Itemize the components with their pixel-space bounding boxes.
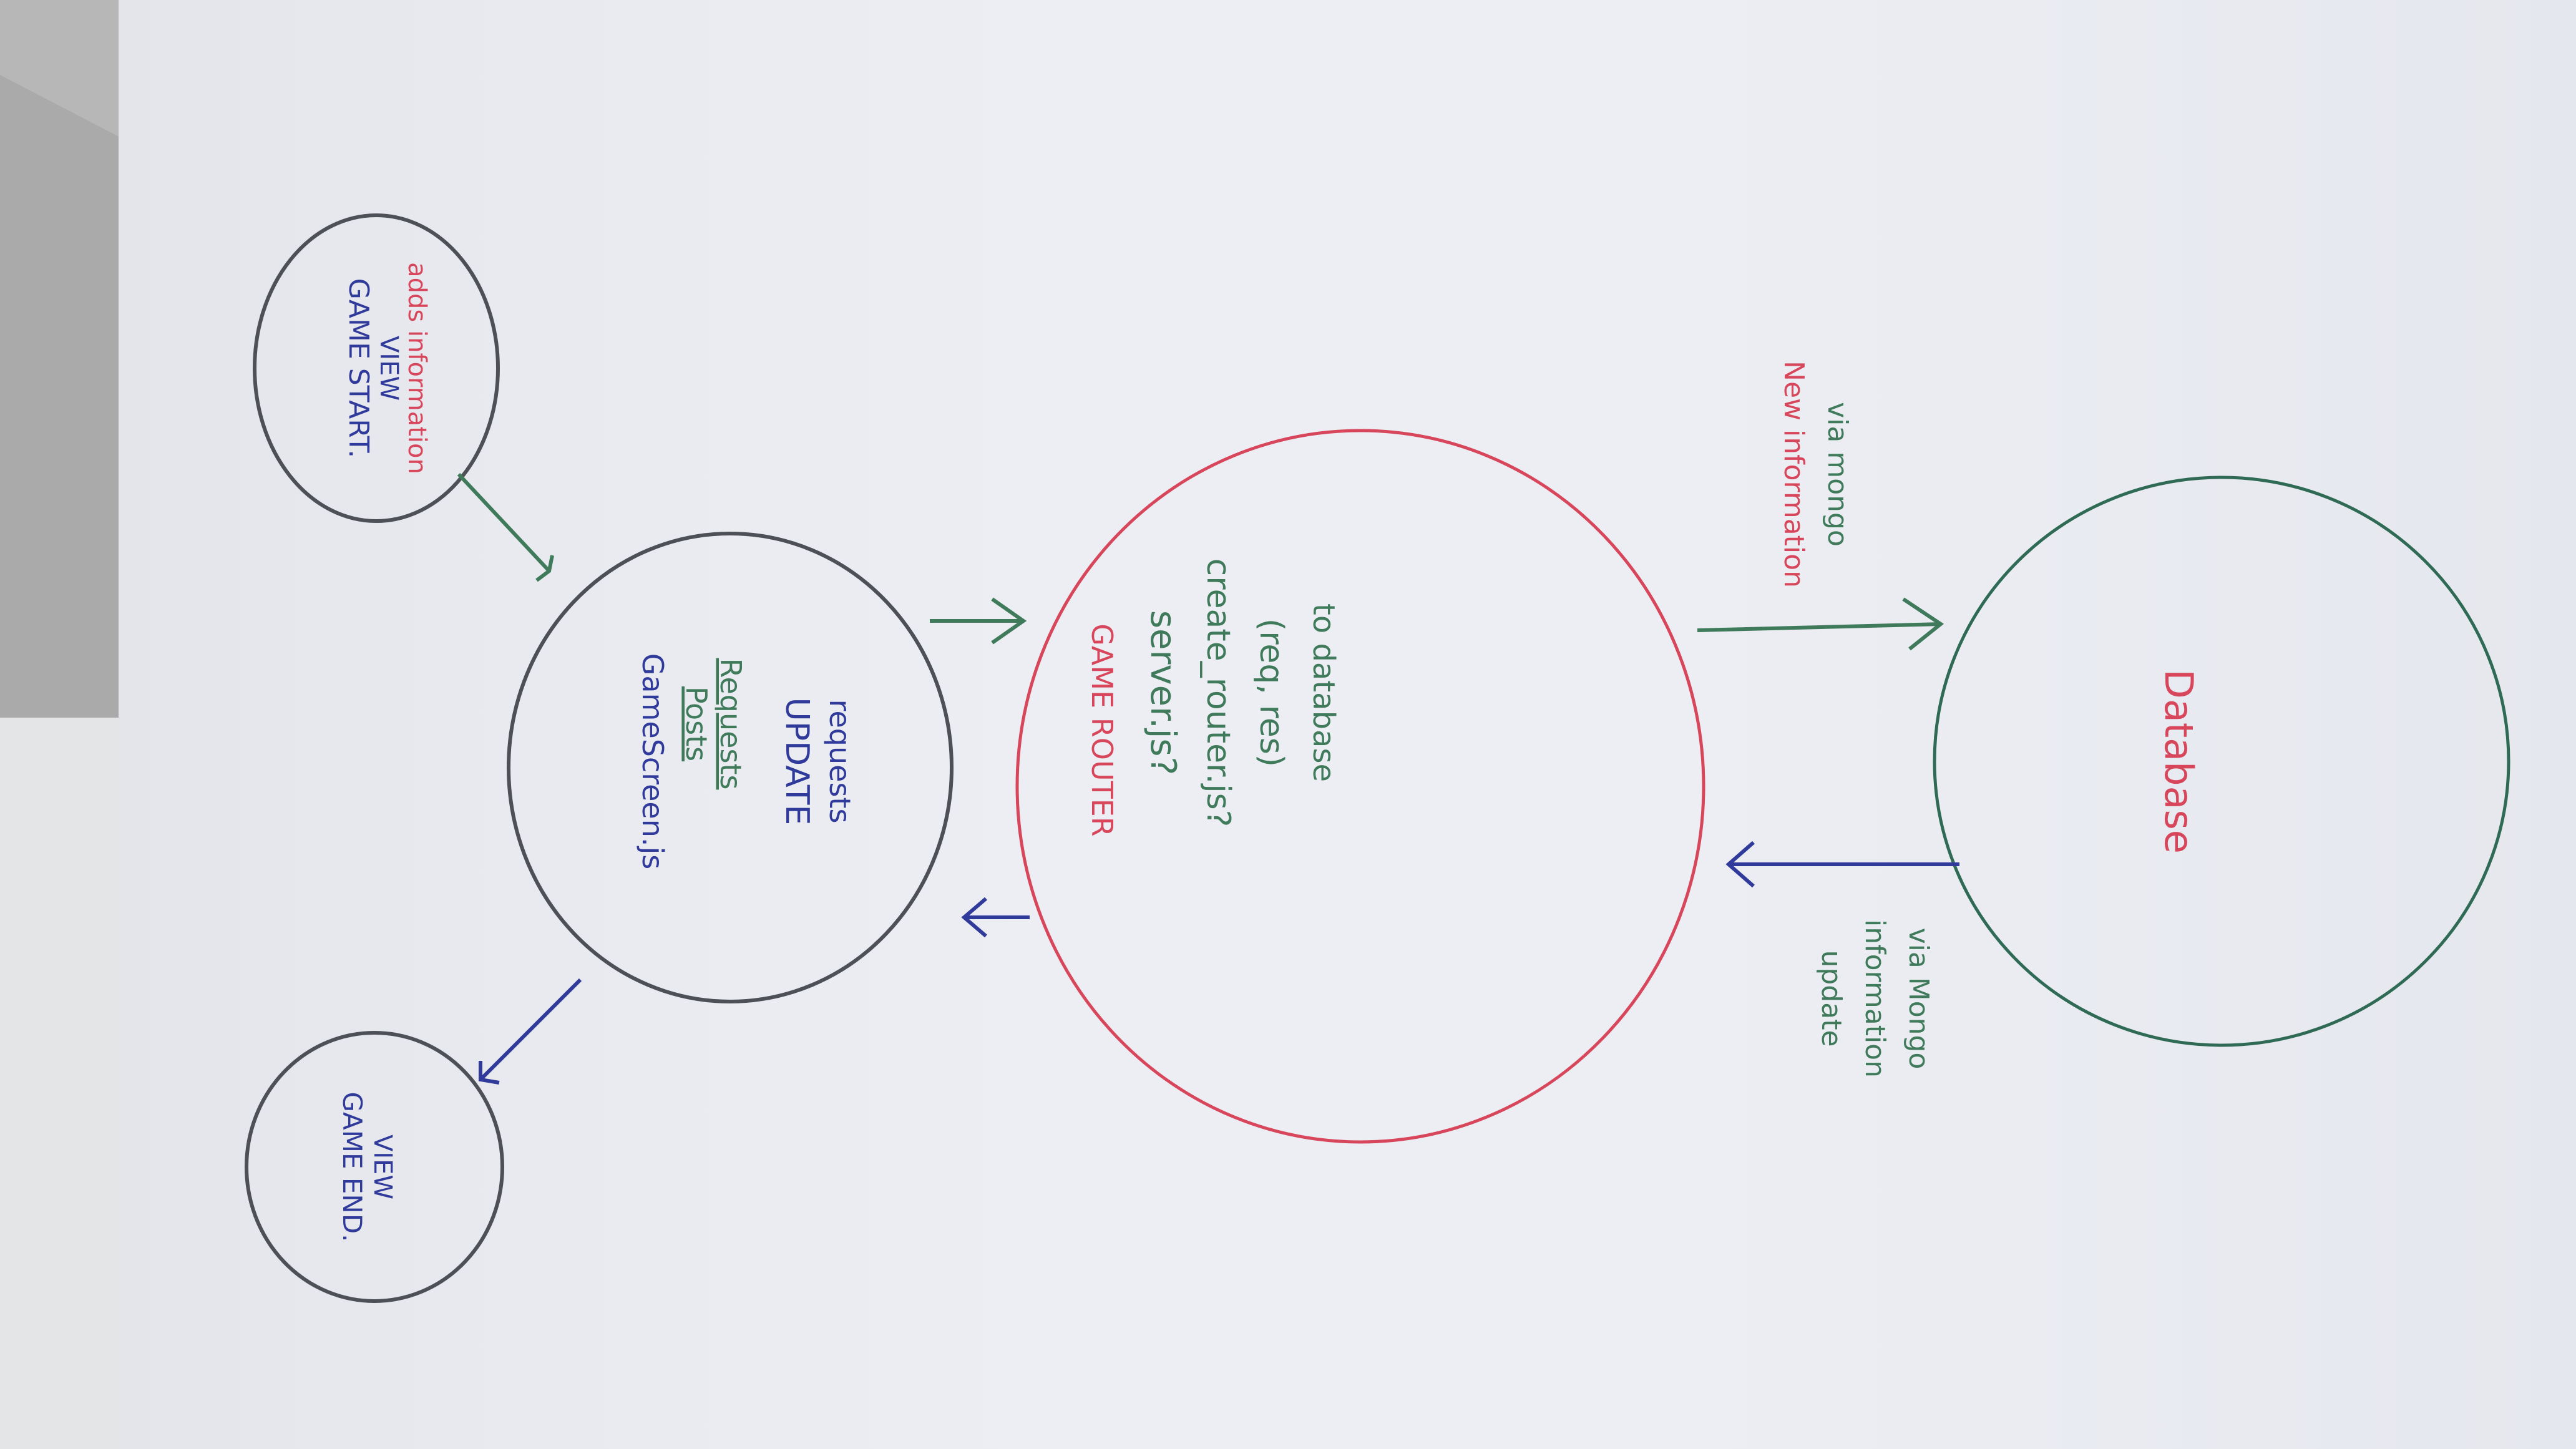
game-screen-line3: Requests (714, 658, 748, 790)
game-end-view-label: GAME END. VIEW (337, 1091, 397, 1242)
game-end-view-line2: VIEW (368, 1134, 397, 1199)
game-end-view-circle (245, 1031, 504, 1303)
arrow-database-to-router (1725, 841, 1959, 888)
game-router-circle (1015, 429, 1705, 1144)
database-line1: Database (2156, 669, 2202, 854)
new-info-line2: via mongo (1822, 402, 1853, 547)
game-start-view-label: GAME START. VIEW adds information (343, 262, 431, 474)
game-router-label: GAME ROUTER server.js? create_router.js?… (1085, 559, 1341, 837)
game-screen-label: GameScreen.js Posts Requests UPDATE requ… (636, 653, 857, 869)
new-info-line1: New information (1778, 361, 1810, 588)
game-start-view-circle (253, 213, 500, 523)
update-info-label: update information via Mongo (1815, 919, 1934, 1078)
arrow-router-to-screen (961, 897, 1030, 938)
update-info-line3: via Mongo (1903, 928, 1934, 1070)
arrow-router-to-database (1697, 597, 1944, 651)
game-start-view-line2: VIEW (374, 336, 403, 401)
database-circle (1933, 476, 2510, 1047)
arrow-screen-to-router (930, 597, 1027, 645)
update-info-line1: update (1815, 950, 1847, 1046)
game-router-line3: create_router.js? (1199, 559, 1237, 827)
paper-sheet (119, 0, 2576, 1449)
game-router-line4: (req, res) (1252, 618, 1290, 767)
game-screen-line2: Posts (680, 686, 713, 761)
game-screen-line5: requests (823, 700, 857, 824)
game-start-view-line1: GAME START. (343, 278, 374, 458)
arrow-screen-to-end (479, 978, 582, 1085)
game-router-line1: GAME ROUTER (1085, 623, 1119, 836)
game-router-line5: to database (1306, 603, 1341, 782)
arrow-start-to-screen (457, 472, 554, 582)
database-label: Database (2156, 669, 2202, 854)
game-start-view-line3: adds information (402, 262, 431, 474)
game-screen-line4: UPDATE (778, 698, 816, 826)
game-screen-circle (507, 532, 954, 1003)
new-info-label: New information via mongo (1778, 361, 1853, 588)
game-router-line2: server.js? (1143, 610, 1183, 775)
game-end-view-line1: GAME END. (337, 1091, 368, 1242)
game-screen-line1: GameScreen.js (636, 653, 670, 869)
update-info-line2: information (1859, 919, 1891, 1078)
